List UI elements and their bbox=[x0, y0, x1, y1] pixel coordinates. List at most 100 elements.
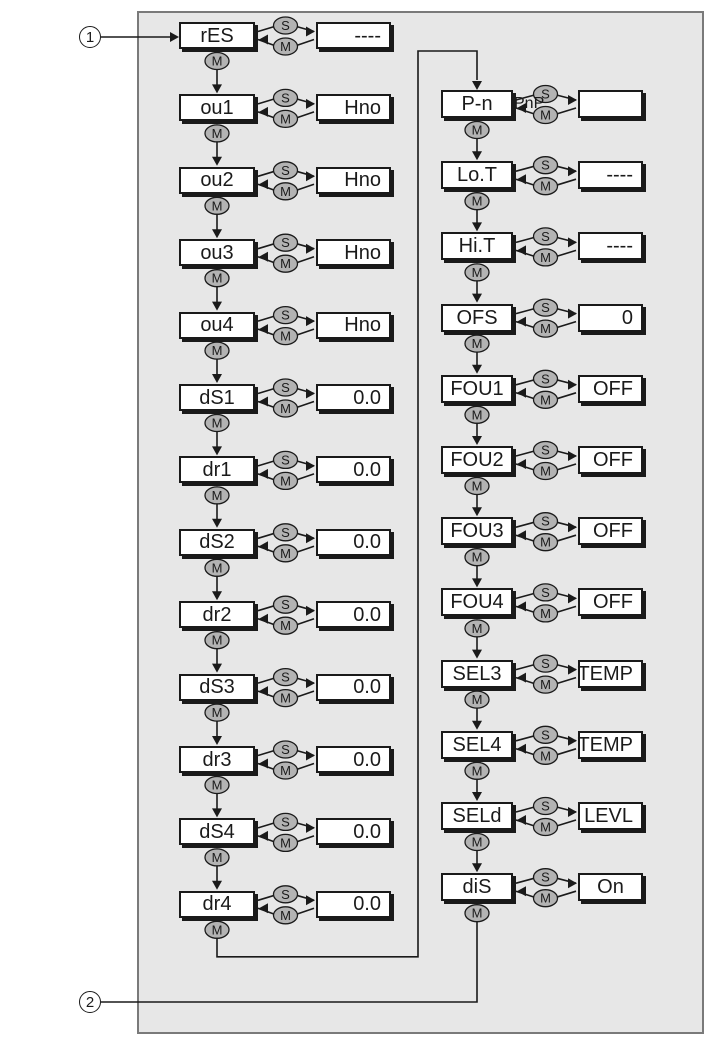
mode-button-ellipse bbox=[532, 604, 559, 623]
set-connector bbox=[257, 242, 275, 250]
value-box: OFF bbox=[578, 374, 643, 403]
mode-button-label: M bbox=[540, 108, 551, 123]
end-connector bbox=[101, 921, 478, 1003]
set-arrowhead bbox=[306, 26, 315, 37]
mode-button-ellipse bbox=[532, 319, 559, 338]
set-arrowhead bbox=[568, 379, 577, 390]
set-connector bbox=[257, 315, 275, 322]
mode-next-button-label: M bbox=[212, 271, 223, 286]
mode-button-ellipse bbox=[272, 182, 299, 201]
set-button-label: S bbox=[541, 585, 550, 600]
mode-down-arrowhead bbox=[472, 151, 482, 161]
mode-connector bbox=[556, 107, 577, 115]
set-arrowhead bbox=[306, 895, 315, 906]
set-button-label: S bbox=[541, 158, 550, 173]
mode-connector bbox=[296, 38, 315, 47]
mode-button-label: M bbox=[280, 835, 291, 850]
mode-connector bbox=[296, 111, 315, 119]
mode-button-label: M bbox=[540, 891, 551, 906]
set-arrowhead bbox=[568, 95, 577, 105]
mode-connector bbox=[296, 835, 315, 843]
value-box: Hno bbox=[316, 311, 391, 339]
mode-down-arrowhead bbox=[472, 222, 482, 232]
set-connector bbox=[257, 387, 275, 395]
set-button-label: S bbox=[541, 443, 550, 458]
param-box: ou3 bbox=[179, 239, 255, 267]
mode-arrowhead bbox=[259, 179, 268, 190]
mode-next-button-label: M bbox=[472, 479, 483, 494]
set-connector bbox=[257, 532, 275, 540]
mode-down-arrowhead bbox=[212, 880, 222, 890]
param-box: ou4 bbox=[179, 311, 255, 339]
mode-next-button-label: M bbox=[212, 54, 223, 69]
param-box: dr3 bbox=[179, 746, 255, 773]
set-button-ellipse bbox=[532, 512, 559, 531]
mode-down-arrowhead bbox=[212, 663, 222, 673]
mode-button-ellipse bbox=[532, 177, 559, 196]
set-connector bbox=[257, 170, 275, 178]
mode-arrowhead bbox=[259, 541, 268, 552]
mode-down-arrowhead bbox=[212, 446, 222, 456]
mode-arrowhead bbox=[517, 103, 526, 113]
set-button-label: S bbox=[281, 887, 290, 902]
set-button-ellipse bbox=[272, 16, 299, 35]
mode-down-arrowhead bbox=[472, 364, 482, 374]
mode-button-label: M bbox=[280, 256, 291, 271]
param-box: P-n bbox=[441, 90, 513, 118]
mode-connector bbox=[296, 690, 315, 698]
set-connector bbox=[515, 94, 535, 101]
value-box: 0.0 bbox=[316, 890, 391, 918]
mode-connector bbox=[556, 534, 577, 542]
mode-next-button-label: M bbox=[472, 123, 483, 138]
set-button-ellipse bbox=[532, 654, 559, 673]
set-button-label: S bbox=[281, 742, 290, 757]
set-button-ellipse bbox=[272, 595, 299, 614]
mode-arrowhead bbox=[517, 815, 526, 825]
mode-connector bbox=[296, 617, 315, 626]
set-button-label: S bbox=[281, 452, 290, 467]
set-button-label: S bbox=[541, 514, 550, 529]
mode-connector bbox=[556, 463, 577, 471]
set-arrowhead bbox=[568, 166, 577, 177]
mode-arrowhead bbox=[517, 743, 526, 754]
mode-connector bbox=[296, 762, 315, 771]
set-button-ellipse bbox=[532, 725, 559, 744]
set-button-ellipse bbox=[532, 227, 559, 246]
mode-button-label: M bbox=[280, 184, 291, 199]
mode-connector bbox=[556, 392, 577, 400]
set-connector bbox=[515, 379, 535, 386]
set-arrowhead bbox=[568, 807, 577, 817]
param-box: FOU4 bbox=[441, 588, 513, 617]
mode-button-ellipse bbox=[272, 254, 299, 273]
value-box: OFF bbox=[578, 446, 643, 474]
set-connector bbox=[515, 450, 535, 457]
mode-button-label: M bbox=[540, 179, 551, 194]
set-button-ellipse bbox=[532, 298, 559, 317]
set-connector bbox=[515, 307, 535, 315]
set-button-ellipse bbox=[532, 440, 559, 460]
set-button-label: S bbox=[281, 597, 290, 612]
mode-down-arrowhead bbox=[472, 293, 482, 303]
set-button-label: S bbox=[281, 308, 290, 323]
mode-button-ellipse bbox=[272, 688, 299, 708]
set-connector bbox=[515, 806, 535, 813]
mode-down-arrowhead bbox=[472, 507, 482, 517]
set-arrowhead bbox=[568, 664, 577, 675]
mode-down-arrowhead bbox=[212, 591, 222, 601]
mode-next-button-label: M bbox=[212, 850, 223, 865]
set-button-ellipse bbox=[532, 84, 559, 104]
set-button-label: S bbox=[281, 670, 290, 685]
value-box bbox=[578, 90, 643, 118]
set-button-ellipse bbox=[272, 161, 299, 180]
set-arrowhead bbox=[306, 750, 315, 761]
set-button-label: S bbox=[541, 656, 550, 671]
mode-connector bbox=[296, 400, 315, 409]
set-connector bbox=[257, 822, 275, 829]
value-box: ---- bbox=[578, 232, 643, 261]
set-connector bbox=[257, 894, 275, 902]
mode-button-label: M bbox=[540, 606, 551, 621]
mode-next-button-label: M bbox=[212, 705, 223, 720]
mode-button-ellipse bbox=[532, 533, 559, 552]
mode-connector bbox=[296, 545, 315, 554]
mode-down-arrowhead bbox=[472, 649, 482, 659]
